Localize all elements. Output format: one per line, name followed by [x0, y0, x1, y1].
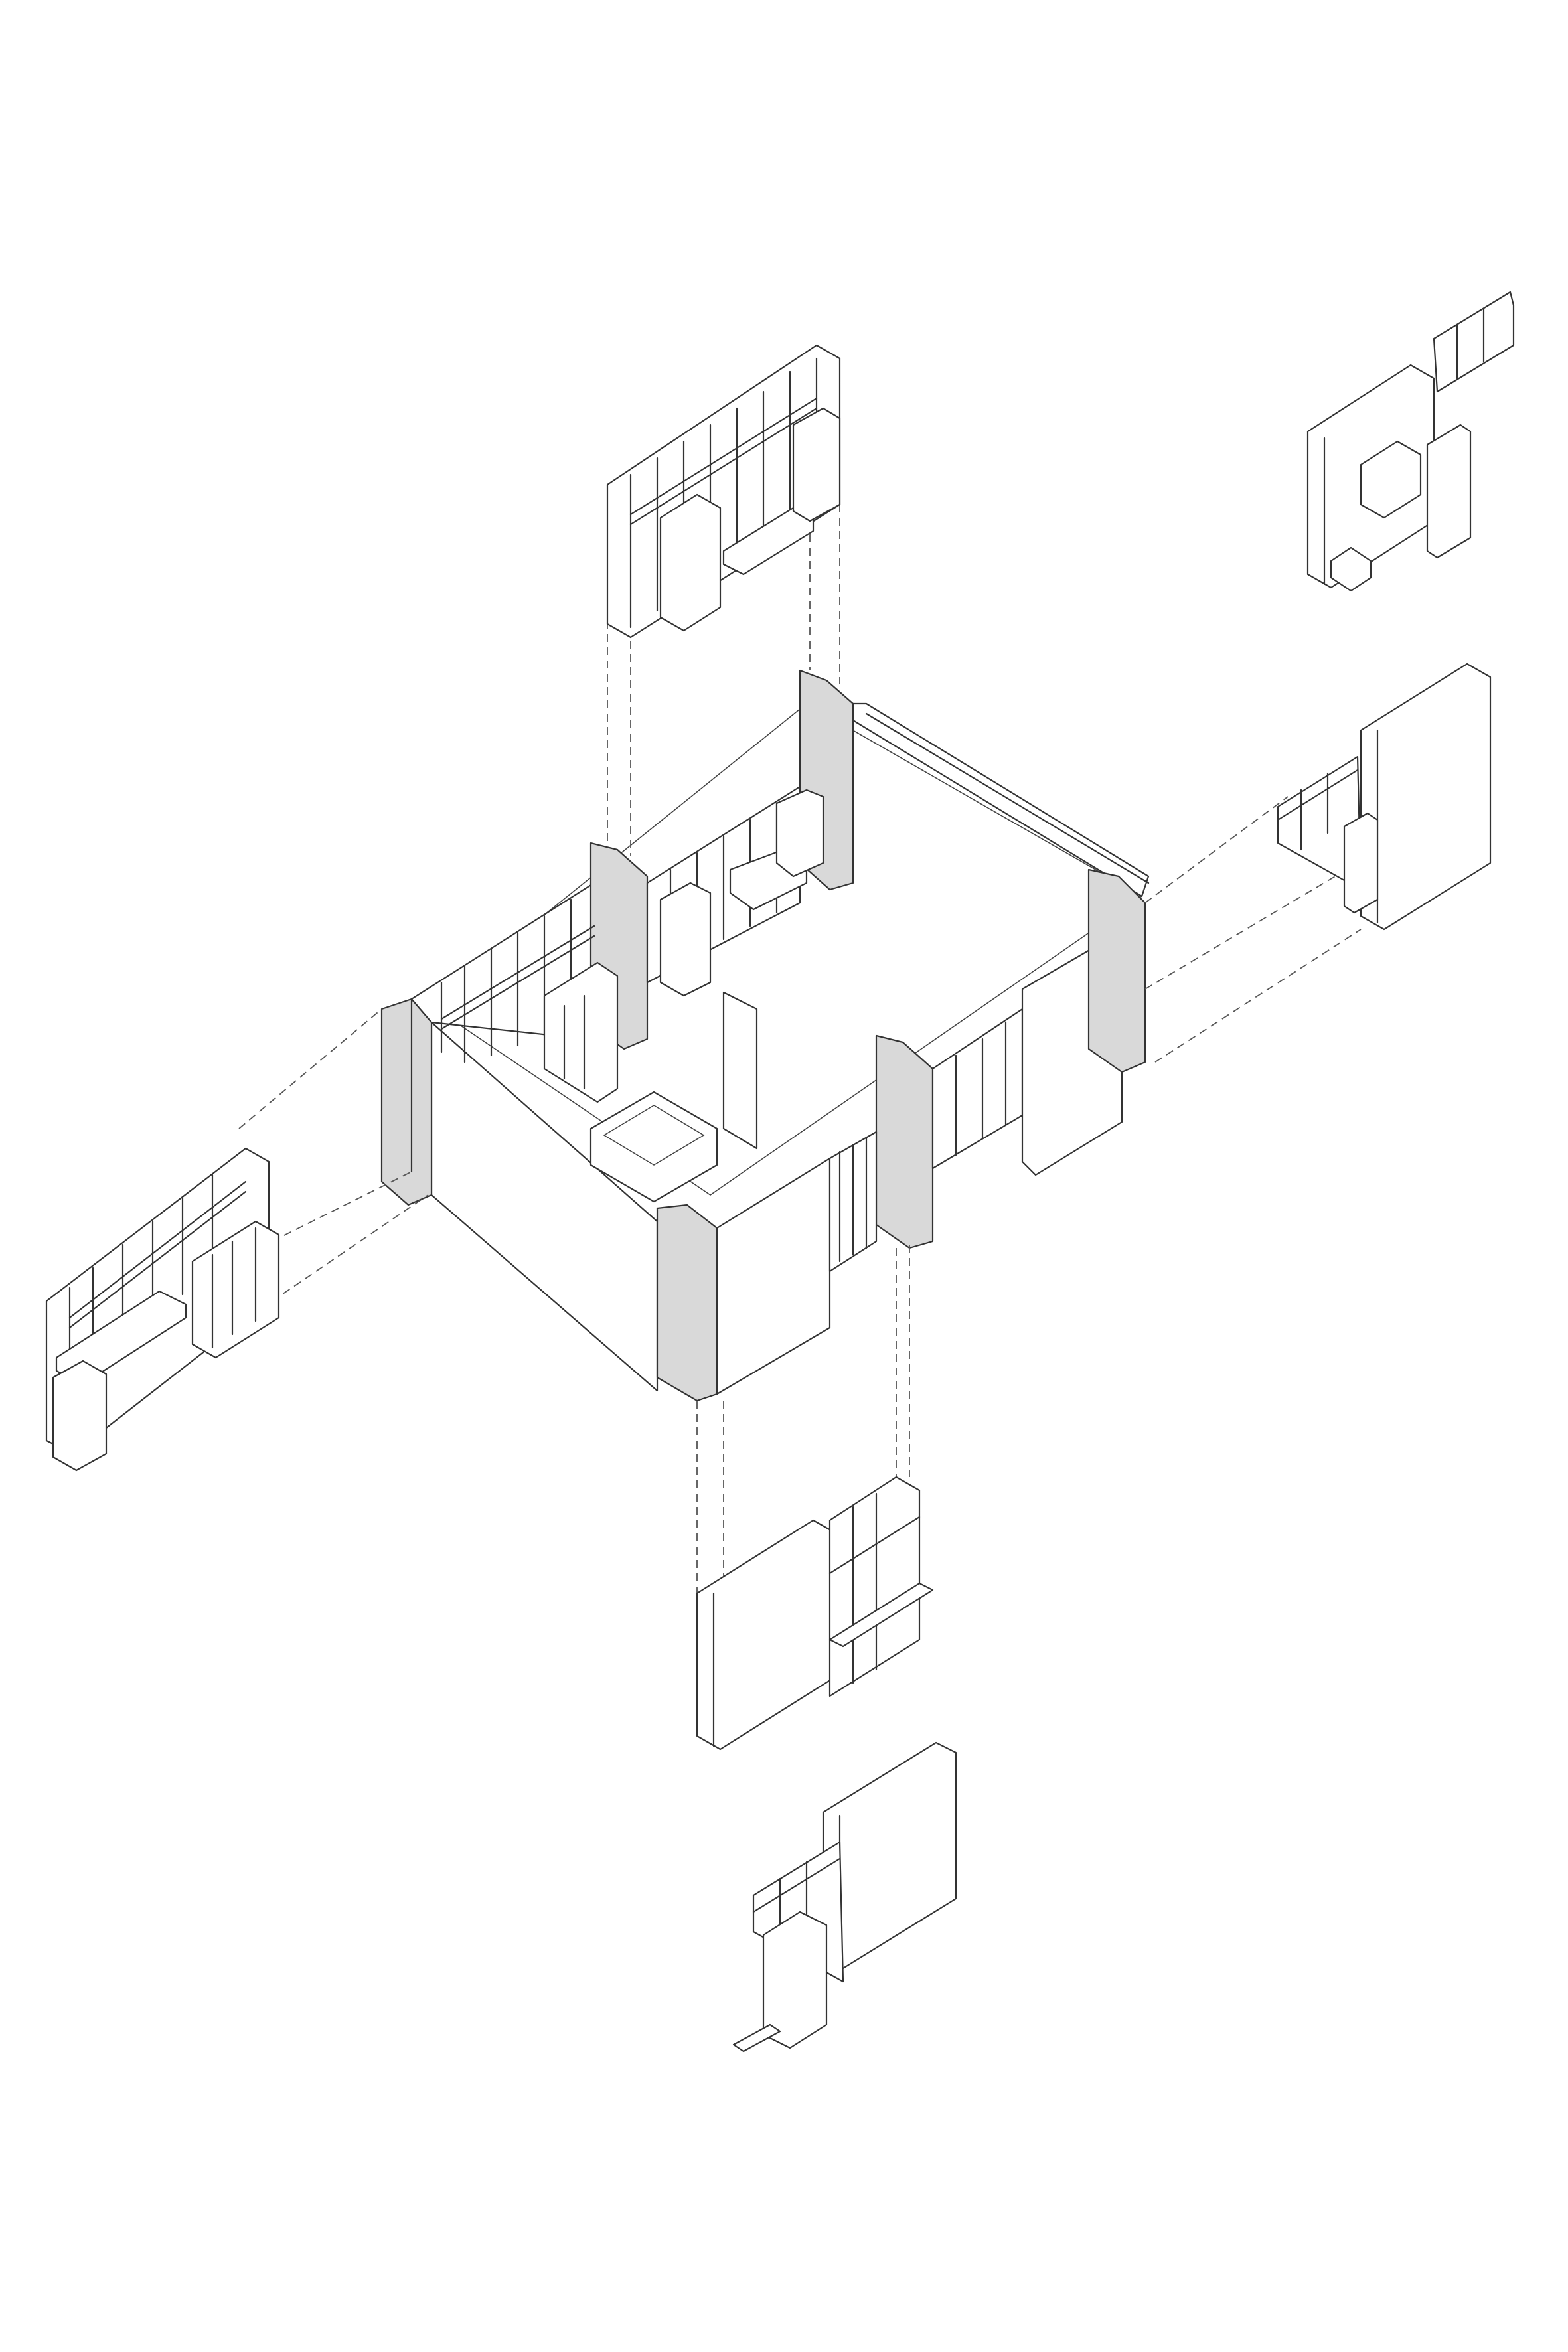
north-wall-panel — [606, 344, 841, 639]
corner-top-right-shelf — [1426, 424, 1472, 559]
wall-section-cut-south — [656, 1204, 718, 1402]
east-wall-panel — [1277, 663, 1492, 931]
south-room-wall — [716, 1157, 831, 1395]
north-panel-tall-cabinet — [659, 493, 722, 632]
corner-bottom-floor-plate — [732, 2023, 781, 2053]
west-panel-tall-cabinet-left — [52, 1360, 108, 1472]
west-panel-counter — [55, 1290, 187, 1385]
central-room — [380, 669, 1150, 1402]
corner-top-right-planter — [1330, 546, 1372, 592]
south-wall-panel — [696, 1476, 934, 1751]
corner-detail-bottom — [732, 1741, 957, 2053]
corner-top-right-box — [1360, 440, 1422, 519]
north-room-window-wall-bay-2 — [646, 669, 854, 997]
west-panel-tall-cabinets-right — [191, 1220, 280, 1359]
west-room-wall — [430, 1021, 659, 1392]
north-panel-upper-cabinet — [792, 407, 841, 522]
corner-detail-top-right — [1306, 291, 1515, 592]
south-panel-sill — [828, 1582, 934, 1648]
east-room-window-wall — [828, 868, 1146, 1273]
interior-partition — [589, 991, 758, 1203]
east-panel-column — [1343, 812, 1379, 914]
north-room-window-wall — [410, 842, 649, 1103]
west-wall-panel — [45, 1147, 280, 1472]
